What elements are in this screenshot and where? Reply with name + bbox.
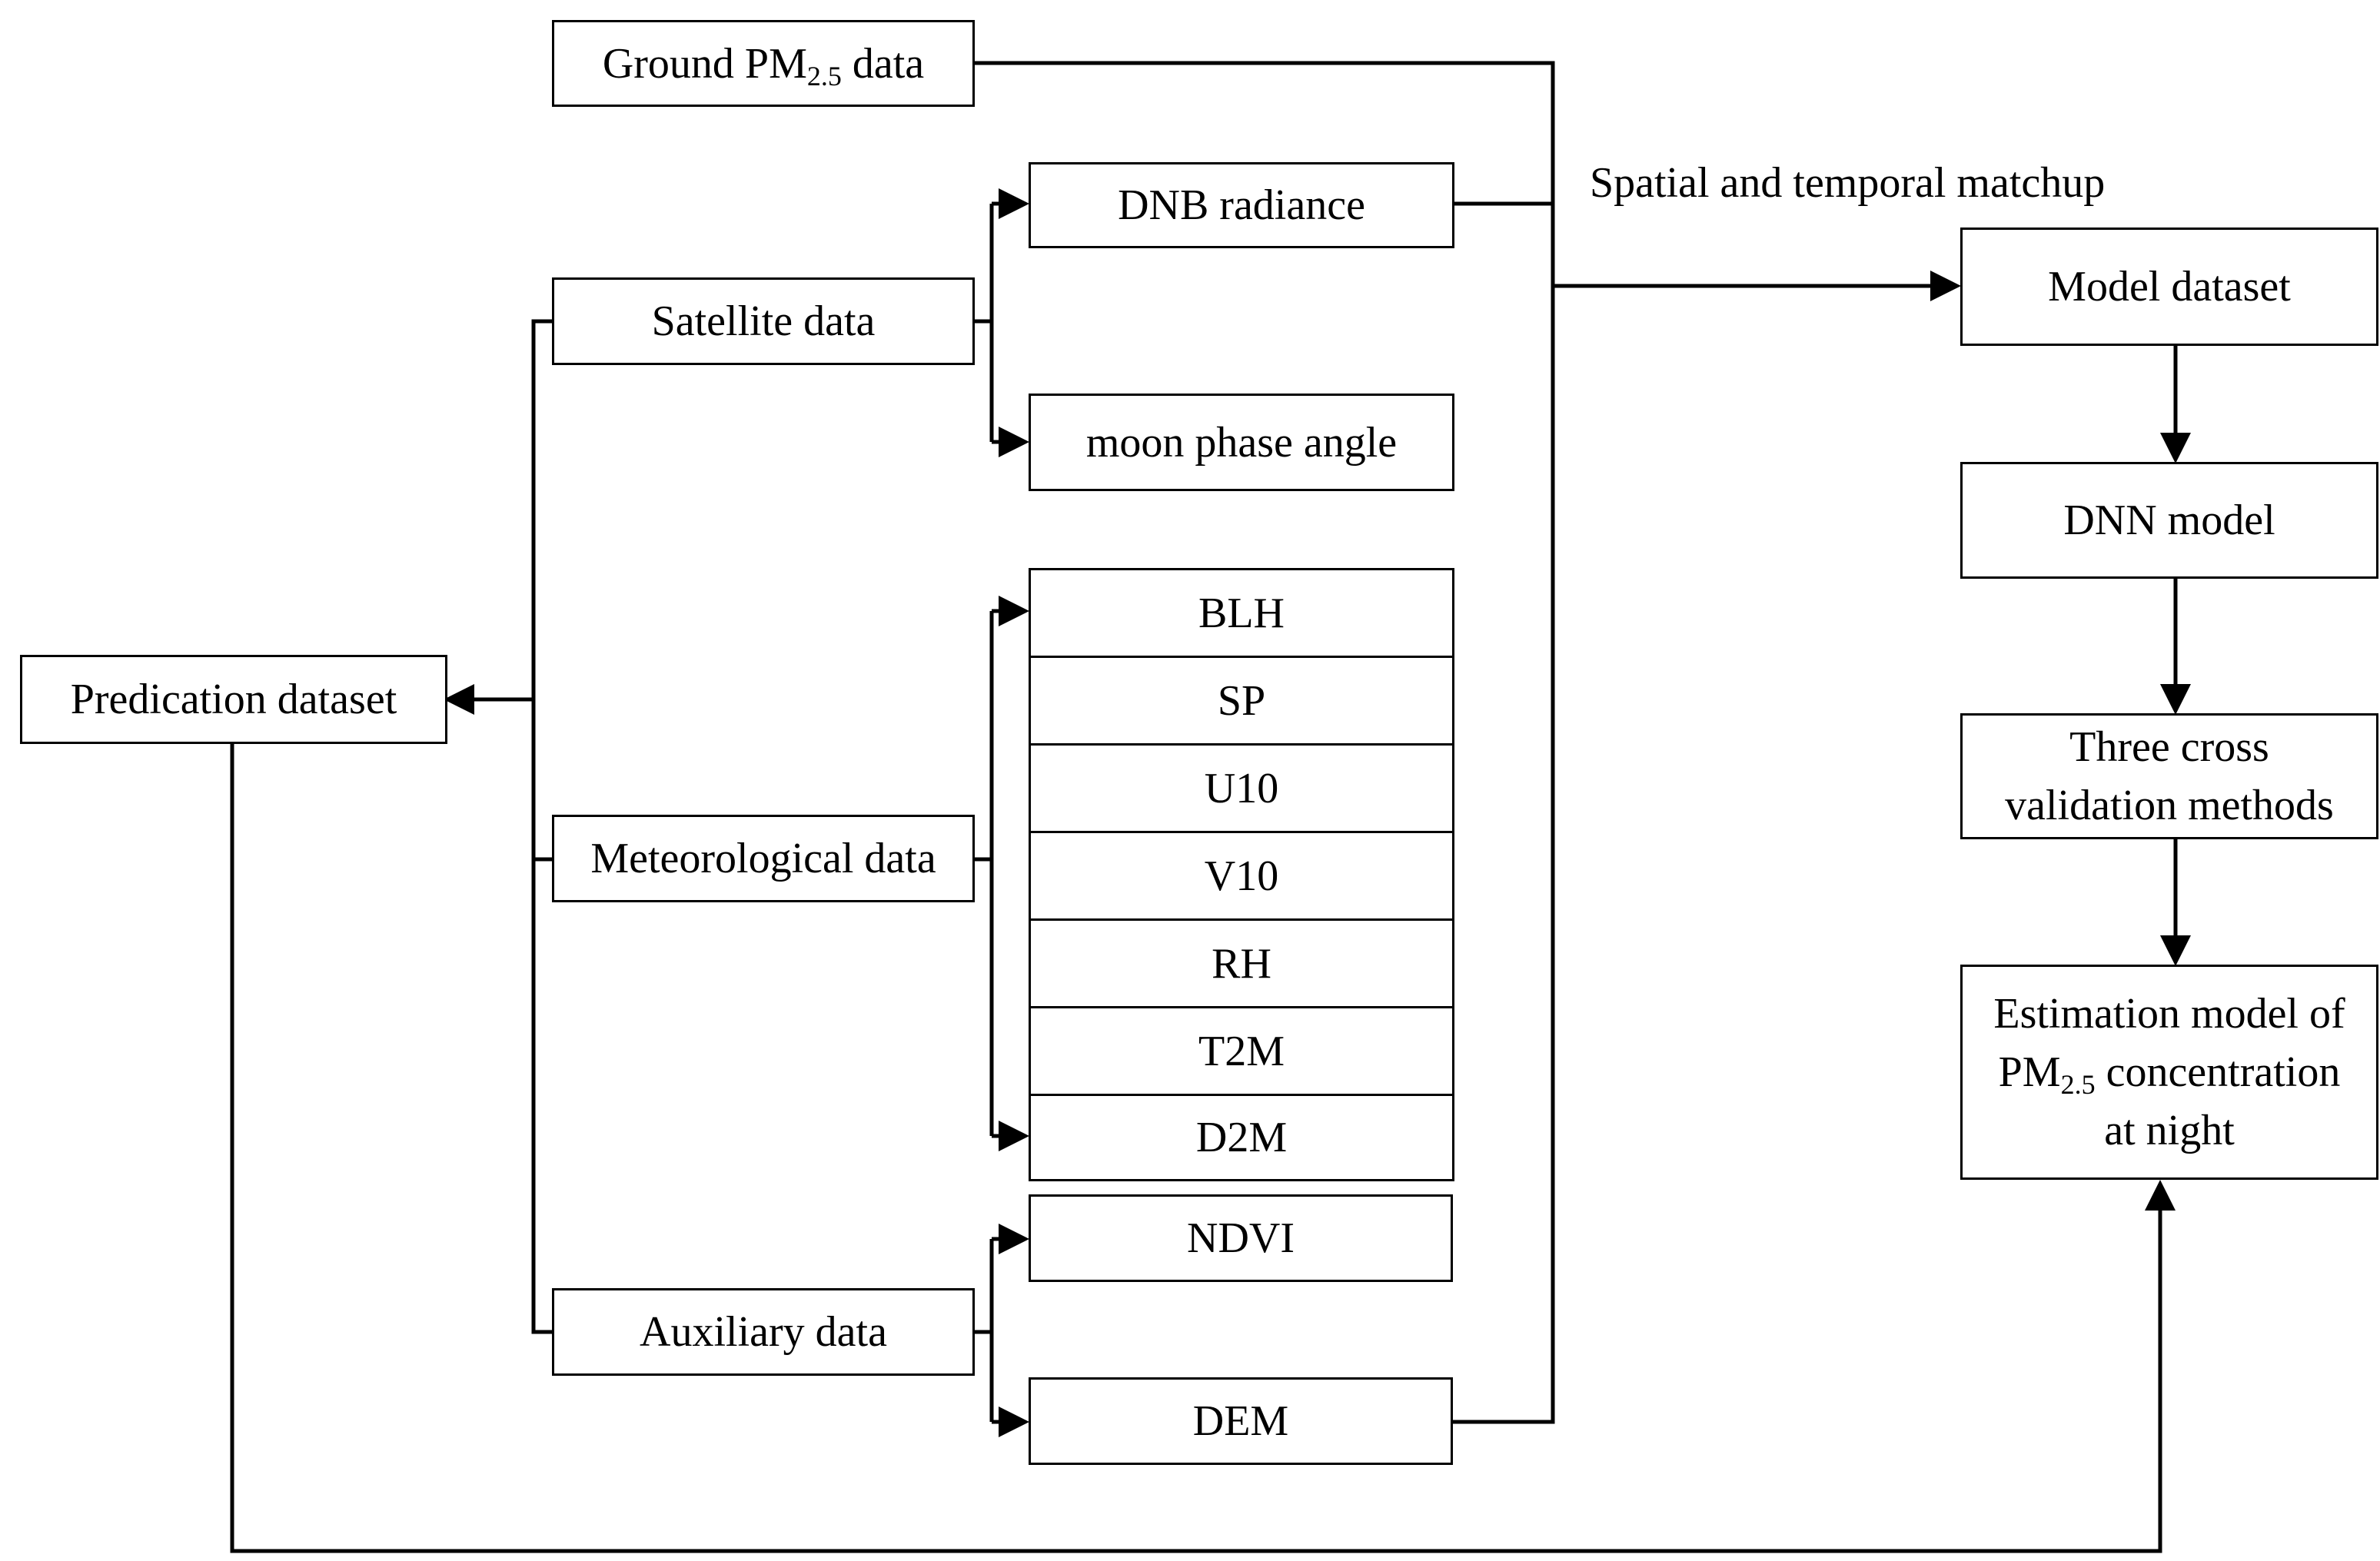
met-var-v10-box: V10 — [1029, 831, 1454, 921]
ground-pm25-data-label: Ground PM2.5 data — [602, 39, 925, 91]
dem-label: DEM — [1192, 1397, 1289, 1445]
estimation-line-2: PM2.5 concentration — [1998, 1048, 2341, 1100]
model-dataset-label: Model dataset — [2048, 263, 2291, 311]
dnb-radiance-label: DNB radiance — [1118, 181, 1365, 229]
predication-dataset-label: Predication dataset — [70, 676, 397, 723]
met-var-t2m-box: T2M — [1029, 1006, 1454, 1096]
auxiliary-data-box: Auxiliary data — [552, 1288, 975, 1376]
cross-validation-line-2: validation methods — [2005, 782, 2334, 829]
met-var-u10-box: U10 — [1029, 743, 1454, 833]
ndvi-label: NDVI — [1187, 1214, 1295, 1262]
dnn-model-label: DNN model — [2063, 497, 2275, 544]
satellite-data-label: Satellite data — [651, 297, 876, 345]
met-var-d2m-box: D2M — [1029, 1094, 1454, 1181]
auxiliary-data-label: Auxiliary data — [640, 1308, 887, 1356]
dnb-radiance-box: DNB radiance — [1029, 162, 1454, 248]
predication-dataset-box: Predication dataset — [20, 655, 447, 744]
met-var-v10-label: V10 — [1204, 852, 1279, 900]
met-var-t2m-label: T2M — [1198, 1027, 1285, 1075]
moon-phase-angle-label: moon phase angle — [1085, 418, 1398, 467]
matchup-label: Spatial and temporal matchup — [1590, 159, 2106, 207]
met-var-blh-label: BLH — [1198, 589, 1285, 637]
ndvi-box: NDVI — [1029, 1194, 1453, 1282]
estimation-line-3: at night — [2104, 1107, 2235, 1154]
dem-box: DEM — [1029, 1377, 1453, 1465]
met-var-u10-label: U10 — [1204, 764, 1279, 812]
dnn-model-box: DNN model — [1960, 462, 2378, 579]
meteorological-data-label: Meteorological data — [590, 835, 936, 882]
ground-pm25-data-box: Ground PM2.5 data — [552, 20, 975, 107]
met-var-sp-box: SP — [1029, 656, 1454, 746]
met-var-d2m-label: D2M — [1195, 1114, 1288, 1161]
met-var-blh-box: BLH — [1029, 568, 1454, 658]
bracket-left-trunk — [531, 319, 552, 1334]
cross-validation-box: Three cross validation methods — [1960, 713, 2378, 839]
edge-predication-to-estimation — [230, 744, 2176, 1553]
edge-dem-to-matchup — [1453, 286, 1555, 1424]
cross-validation-line-1: Three cross — [2069, 723, 2269, 771]
estimation-model-box: Estimation model of PM2.5 concentration … — [1960, 965, 2378, 1180]
met-var-sp-label: SP — [1217, 676, 1266, 725]
met-var-rh-box: RH — [1029, 918, 1454, 1008]
met-var-rh-label: RH — [1212, 939, 1271, 988]
moon-phase-angle-box: moon phase angle — [1029, 394, 1454, 491]
satellite-data-box: Satellite data — [552, 277, 975, 365]
meteorological-data-box: Meteorological data — [552, 815, 975, 902]
model-dataset-box: Model dataset — [1960, 228, 2378, 346]
estimation-line-1: Estimation model of — [1993, 990, 2345, 1038]
edge-ground-to-matchup — [975, 61, 1555, 286]
